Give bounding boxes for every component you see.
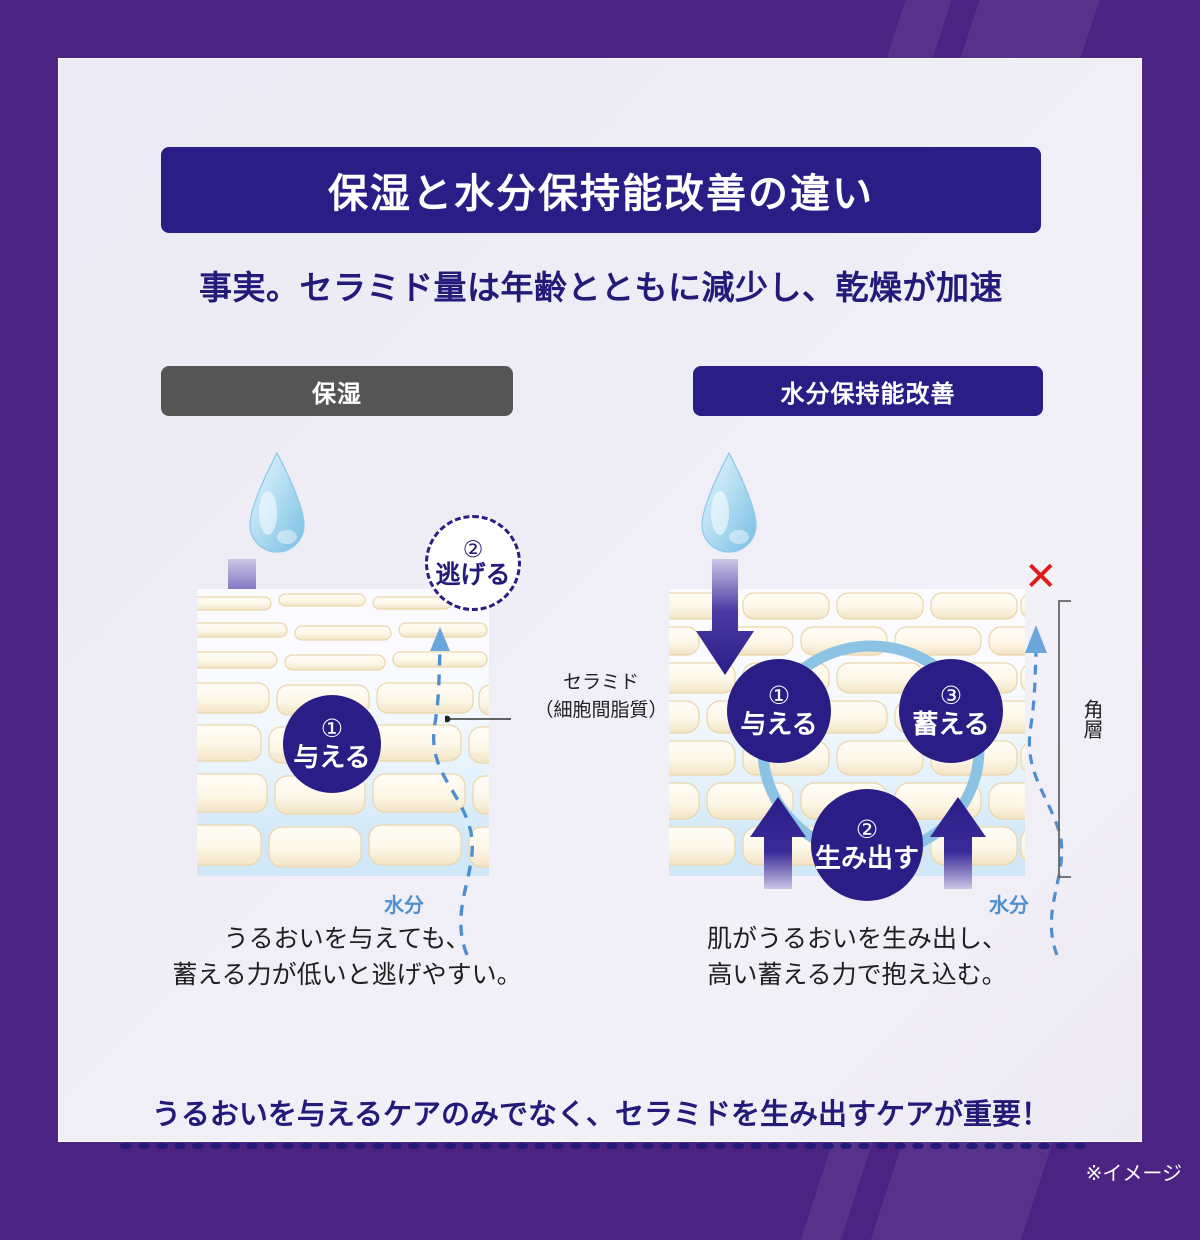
stratum-corneum-label: 角層: [1080, 699, 1102, 739]
caption-left-line2: 蓄える力が低いと逃げやすい。: [172, 961, 522, 990]
step-number: ②: [855, 816, 879, 845]
caption-left-line1: うるおいを与えても、: [223, 925, 471, 953]
step-label: 与える: [293, 742, 371, 773]
ceramide-annotation-line1: セラミド: [562, 672, 639, 693]
step-circle-store: ③ 蓄える: [899, 659, 1003, 763]
step-label: 生み出す: [814, 843, 919, 874]
content-panel: 保湿と水分保持能改善の違い 事実。セラミド量は年齢とともに減少し、乾燥が加速 保…: [58, 58, 1142, 1151]
step-label: 逃げる: [435, 561, 511, 590]
caption-right-line2: 高い蓄える力で抱え込む。: [707, 961, 1007, 990]
step-circle-give-left: ① 与える: [283, 695, 381, 793]
page-title-text: 保湿と水分保持能改善の違い: [328, 172, 874, 216]
caption-left: うるおいを与えても、 蓄える力が低いと逃げやすい。: [137, 921, 557, 994]
footer-dotted-rule: [117, 1141, 1085, 1151]
step-number: ①: [767, 682, 791, 711]
water-label-left: 水分: [384, 895, 424, 917]
step-number: ③: [939, 682, 963, 711]
step-circle-give-right: ① 与える: [727, 659, 831, 763]
arrow-up-icon: [930, 797, 986, 889]
step-circle-produce: ② 生み出す: [811, 789, 923, 901]
page-title: 保湿と水分保持能改善の違い: [161, 147, 1041, 233]
page-subtitle: 事実。セラミド量は年齢とともに減少し、乾燥が加速: [199, 269, 1003, 306]
stratum-corneum-bracket: [1058, 600, 1071, 878]
water-escape-path: [430, 627, 474, 956]
column-tag-water-retention-label: 水分保持能改善: [780, 380, 956, 408]
column-tag-moisturizing: 保湿: [161, 366, 513, 416]
water-escape-path-blocked: [1025, 625, 1064, 956]
x-mark-icon: ✕: [1024, 555, 1058, 599]
column-tag-moisturizing-label: 保湿: [312, 380, 362, 408]
step-circle-escape: ② 逃げる: [425, 515, 521, 611]
footer-message: うるおいを与えるケアのみでなく、セラミドを生み出すケアが重要！: [151, 1099, 1051, 1131]
column-tag-water-retention: 水分保持能改善: [693, 366, 1043, 416]
ceramide-annotation: セラミド （細胞間脂質）: [511, 669, 691, 724]
arrow-down-icon: [696, 559, 754, 675]
water-drop-icon: [698, 451, 760, 559]
step-number: ②: [462, 536, 484, 563]
skin-cross-section-right: [669, 589, 1025, 876]
step-label: 蓄える: [912, 709, 990, 740]
image-disclaimer: ※イメージ: [1085, 1163, 1182, 1185]
ceramide-annotation-line2: （細胞間脂質）: [534, 699, 668, 721]
water-label-right: 水分: [989, 895, 1029, 917]
caption-right-line1: 肌がうるおいを生み出し、: [706, 925, 1007, 953]
arrow-up-icon: [750, 797, 806, 889]
caption-right: 肌がうるおいを生み出し、 高い蓄える力で抱え込む。: [647, 921, 1067, 994]
water-drop-icon: [246, 451, 308, 559]
step-number: ①: [320, 715, 344, 744]
step-label: 与える: [740, 709, 818, 740]
